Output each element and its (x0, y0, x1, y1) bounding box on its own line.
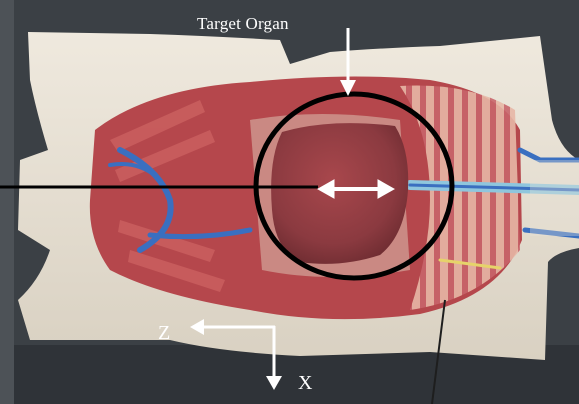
neck-region (530, 160, 579, 236)
left-edge-strip (0, 0, 14, 404)
x-axis-label: X (298, 372, 312, 395)
target-organ (271, 123, 408, 264)
z-axis-label: Z (158, 322, 170, 345)
target-organ-label: Target Organ (197, 14, 289, 34)
